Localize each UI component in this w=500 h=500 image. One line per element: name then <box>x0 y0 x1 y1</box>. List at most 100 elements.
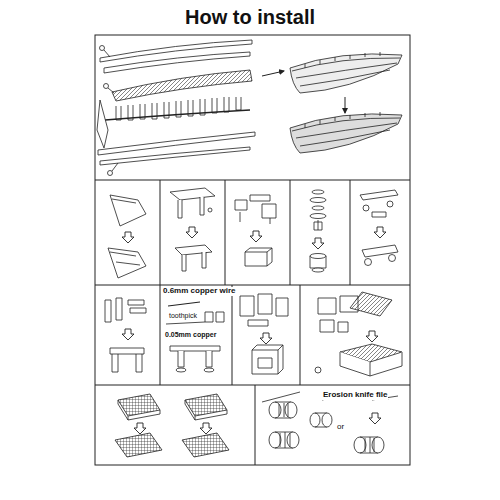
line-art <box>312 206 324 210</box>
line-art <box>305 52 380 68</box>
bracket-parts <box>105 298 146 372</box>
finished-boat <box>290 112 402 153</box>
line-art <box>312 268 324 272</box>
line-art <box>290 54 402 93</box>
line-art <box>200 423 212 434</box>
line-art <box>178 351 212 367</box>
line-art <box>387 201 393 207</box>
line-art <box>365 437 374 453</box>
line-art <box>97 100 108 148</box>
line-art <box>290 114 402 153</box>
line-art <box>350 180 351 285</box>
line-art <box>112 199 136 203</box>
line-art <box>95 180 410 181</box>
line-art <box>208 208 212 212</box>
line-art <box>104 52 250 73</box>
line-art <box>250 231 262 242</box>
panel-grid <box>95 35 410 465</box>
part-note: Erosion knife file <box>322 391 388 400</box>
line-art <box>168 302 200 306</box>
line-art <box>252 345 283 374</box>
line-art <box>290 180 291 285</box>
line-art <box>240 212 270 224</box>
line-art <box>170 188 215 200</box>
line-art <box>310 254 326 259</box>
line-art <box>186 227 198 238</box>
line-art <box>279 403 288 417</box>
line-art <box>104 84 109 89</box>
line-art <box>110 195 146 226</box>
hatch-box-parts <box>240 294 288 374</box>
line-art <box>300 285 301 385</box>
line-art <box>285 402 297 418</box>
rudder-parts <box>108 195 146 278</box>
line-art <box>312 190 324 194</box>
line-art <box>262 392 300 402</box>
line-art <box>354 437 366 453</box>
line-art <box>118 394 160 416</box>
exploded-hull <box>97 40 255 176</box>
line-art <box>100 147 250 165</box>
line-art <box>110 252 140 265</box>
line-art <box>280 432 290 448</box>
line-art <box>95 285 410 286</box>
step-arrow <box>262 71 284 76</box>
line-art <box>310 413 320 427</box>
line-art <box>312 238 324 249</box>
line-art <box>105 298 146 322</box>
line-art <box>232 285 233 385</box>
line-art <box>322 413 332 427</box>
line-art <box>115 433 162 457</box>
line-art <box>112 163 118 171</box>
line-art <box>116 97 241 120</box>
line-art <box>305 112 380 128</box>
line-art <box>108 88 114 93</box>
line-art <box>160 180 161 285</box>
part-note: 0.05mm copper <box>164 331 217 339</box>
line-art <box>104 50 110 57</box>
line-art <box>350 292 392 316</box>
line-art <box>310 214 326 219</box>
line-art <box>374 227 386 238</box>
line-art <box>205 312 224 322</box>
line-art <box>185 394 227 416</box>
part-note: 0.6mm copper wire <box>162 287 236 296</box>
line-art <box>110 348 144 372</box>
line-art <box>275 432 293 448</box>
line-art <box>260 333 272 344</box>
line-art <box>235 195 276 218</box>
cabin-parts <box>315 292 402 376</box>
line-art <box>175 245 212 255</box>
line-art <box>365 259 372 266</box>
assembled-boat <box>290 52 402 93</box>
line-art <box>366 331 378 342</box>
line-art <box>315 367 321 373</box>
line-art <box>340 352 402 376</box>
line-art <box>258 358 272 368</box>
line-art <box>95 35 410 465</box>
line-art <box>118 400 160 420</box>
line-art <box>166 322 205 324</box>
line-art <box>160 285 161 385</box>
line-art <box>108 171 113 176</box>
line-art <box>182 433 229 457</box>
part-note: toothpick <box>168 312 198 320</box>
line-art <box>314 220 322 230</box>
line-art <box>170 346 220 351</box>
line-art <box>204 368 214 372</box>
line-art <box>287 432 299 448</box>
line-art <box>269 432 281 448</box>
line-art <box>95 385 410 386</box>
capstan-parts <box>310 190 326 272</box>
line-art <box>363 205 369 211</box>
line-art <box>122 329 134 340</box>
line-art <box>122 232 134 243</box>
line-art <box>240 294 288 316</box>
line-art <box>176 368 186 372</box>
grating-parts <box>115 394 229 457</box>
gun-carriage-parts <box>360 190 398 266</box>
line-art <box>100 46 105 51</box>
line-art <box>292 118 400 146</box>
line-art <box>369 413 381 424</box>
